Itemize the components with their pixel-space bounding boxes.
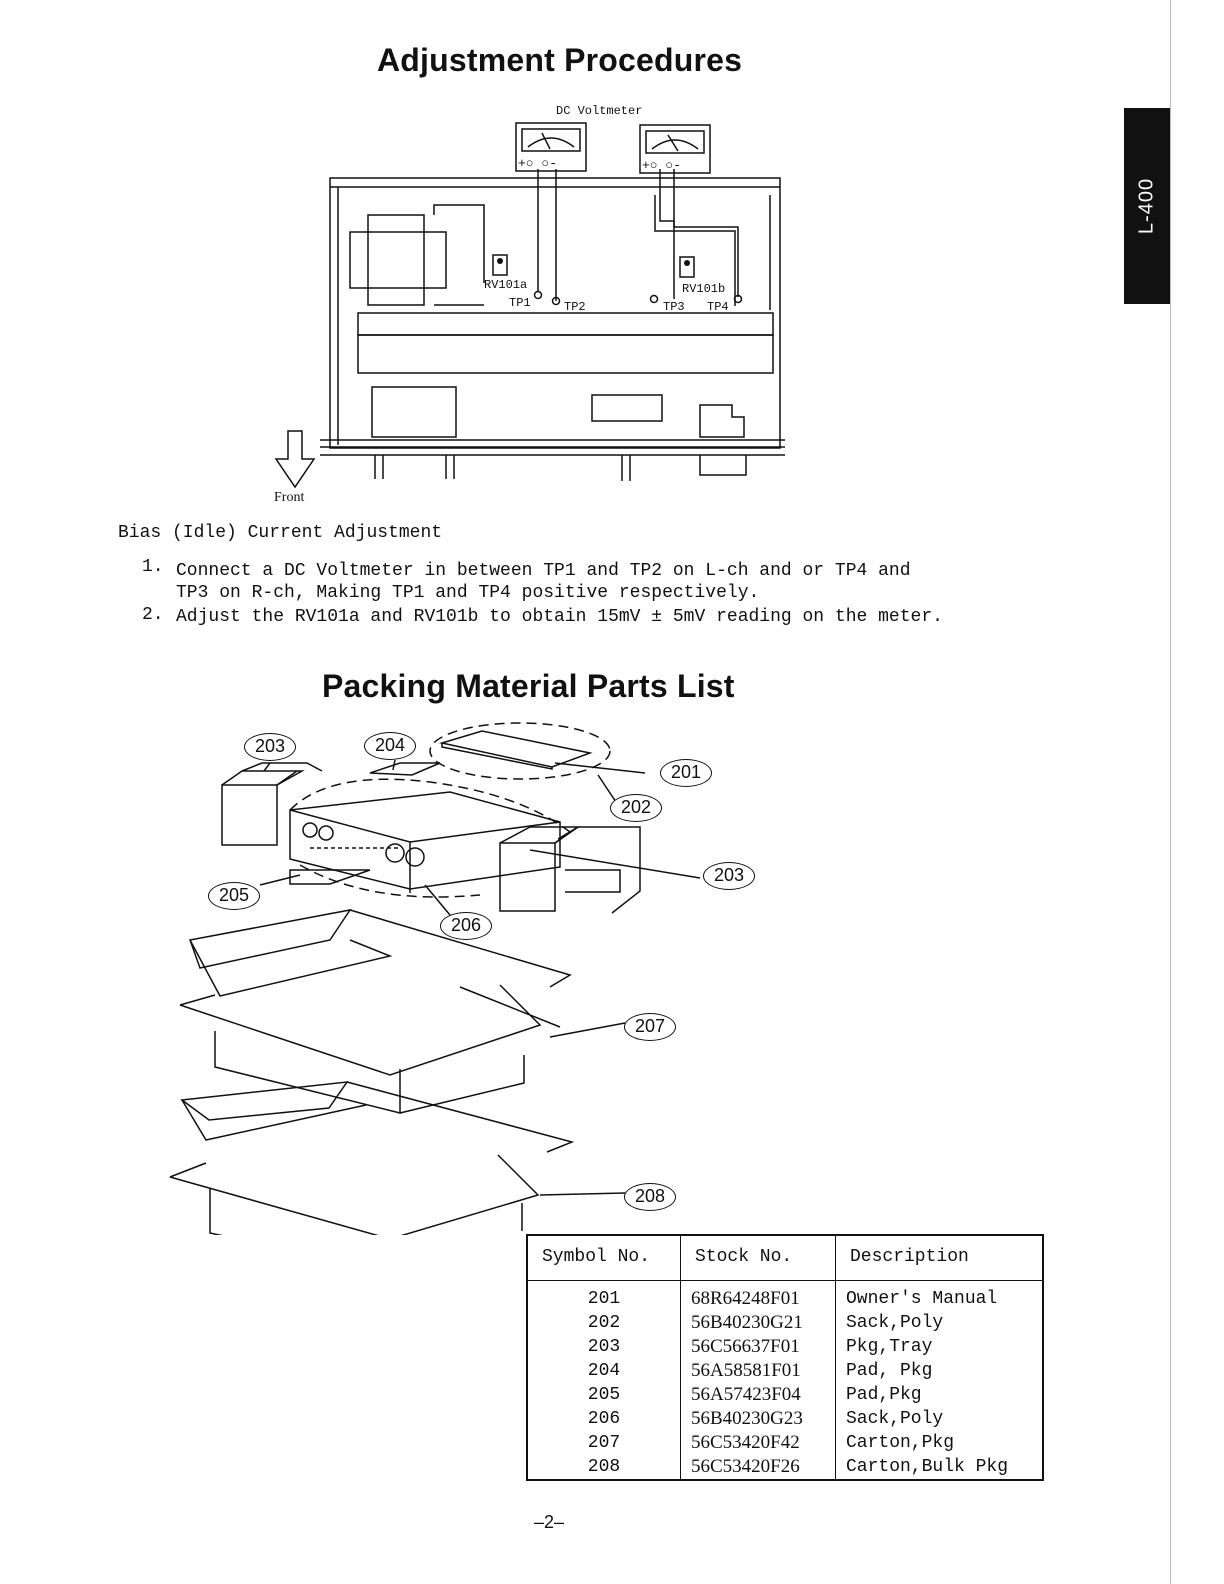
callout-203-left: 203 [244, 733, 296, 761]
adjustment-diagram [274, 122, 785, 489]
table-row: 205 56A57423F04 Pad,Pkg [527, 1383, 1043, 1407]
model-label: L-400 [1135, 177, 1158, 235]
stock-cell: 56B40230G21 [680, 1311, 836, 1335]
description-cell: Carton,Pkg [846, 1433, 955, 1453]
meter-2-terminals: +○ ○- [642, 158, 682, 173]
symbol-cell: 203 [527, 1335, 681, 1359]
step-1-text: Connect a DC Voltmeter in between TP1 an… [176, 561, 911, 581]
tp2-label: TP2 [564, 300, 586, 314]
table-row: 208 56C53420F26 Carton,Bulk Pkg [527, 1455, 1043, 1480]
symbol-cell: 201 [527, 1280, 681, 1311]
description-cell: Pad,Pkg [846, 1385, 922, 1405]
tp3-label: TP3 [663, 300, 685, 314]
callout-201: 201 [660, 759, 712, 787]
description-cell: Sack,Poly [846, 1313, 944, 1333]
packing-title: Packing Material Parts List [322, 668, 735, 704]
description-cell: Pad, Pkg [846, 1361, 933, 1381]
stock-cell: 68R64248F01 [680, 1280, 836, 1311]
symbol-cell: 202 [527, 1311, 681, 1335]
tp4-label: TP4 [707, 300, 729, 314]
front-label: Front [274, 490, 305, 505]
stock-cell: 56C53420F42 [680, 1431, 836, 1455]
page-number: –2– [534, 1512, 565, 1532]
stock-cell: 56B40230G23 [680, 1407, 836, 1431]
table-row: 202 56B40230G21 Sack,Poly [527, 1311, 1043, 1335]
symbol-cell: 206 [527, 1407, 681, 1431]
description-cell: Sack,Poly [846, 1409, 944, 1429]
adjustment-title: Adjustment Procedures [377, 42, 743, 78]
step-1-number: 1. [142, 557, 164, 577]
callout-208: 208 [624, 1183, 676, 1211]
table-header-row: Symbol No. Stock No. Description [527, 1235, 1043, 1281]
callout-206: 206 [440, 912, 492, 940]
symbol-cell: 204 [527, 1359, 681, 1383]
tp1-label: TP1 [509, 296, 531, 310]
stock-cell: 56A58581F01 [680, 1359, 836, 1383]
parts-table: Symbol No. Stock No. Description 201 68R… [526, 1234, 1044, 1481]
table-row: 201 68R64248F01 Owner's Manual [527, 1280, 1043, 1311]
stock-cell: 56A57423F04 [680, 1383, 836, 1407]
table-row: 206 56B40230G23 Sack,Poly [527, 1407, 1043, 1431]
description-cell: Owner's Manual [846, 1289, 998, 1309]
callout-202: 202 [610, 794, 662, 822]
step-1-text-continued: TP3 on R-ch, Making TP1 and TP4 positive… [176, 583, 760, 603]
step-2-text: Adjust the RV101a and RV101b to obtain 1… [176, 607, 943, 627]
dc-voltmeter-label: DC Voltmeter [556, 104, 643, 118]
rv101a-label: RV101a [484, 278, 528, 292]
rv101b-label: RV101b [682, 282, 726, 296]
callout-205: 205 [208, 882, 260, 910]
symbol-cell: 208 [527, 1455, 681, 1480]
callout-207: 207 [624, 1013, 676, 1041]
model-side-tab: L-400 [1124, 108, 1170, 304]
stock-cell: 56C56637F01 [680, 1335, 836, 1359]
meter-1-terminals: +○ ○- [518, 156, 558, 171]
col-description-header: Description [835, 1235, 1043, 1281]
table-row: 207 56C53420F42 Carton,Pkg [527, 1431, 1043, 1455]
table-row: 203 56C56637F01 Pkg,Tray [527, 1335, 1043, 1359]
bias-heading: Bias (Idle) Current Adjustment [118, 523, 443, 543]
step-2-number: 2. [142, 605, 164, 625]
stock-cell: 56C53420F26 [680, 1455, 836, 1480]
col-stock-header: Stock No. [680, 1235, 836, 1281]
symbol-cell: 207 [527, 1431, 681, 1455]
packing-illustration [169, 722, 701, 1235]
description-cell: Pkg,Tray [846, 1337, 933, 1357]
table-row: 204 56A58581F01 Pad, Pkg [527, 1359, 1043, 1383]
col-symbol-header: Symbol No. [527, 1235, 681, 1281]
description-cell: Carton,Bulk Pkg [846, 1457, 1009, 1477]
page-edge-line [1170, 0, 1171, 1584]
callout-204: 204 [364, 732, 416, 760]
symbol-cell: 205 [527, 1383, 681, 1407]
callout-203-right: 203 [703, 862, 755, 890]
